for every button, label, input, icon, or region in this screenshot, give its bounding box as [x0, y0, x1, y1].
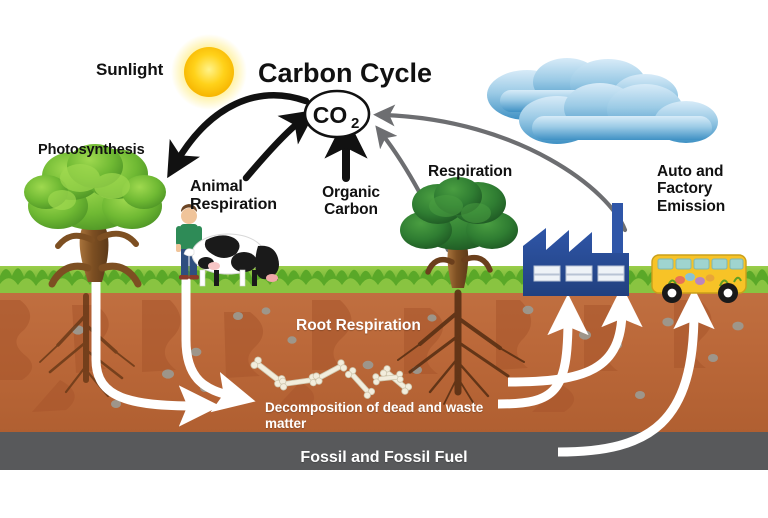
photosynthesis-label: Photosynthesis [38, 142, 145, 158]
tree-to-decomposition-arrow [91, 278, 221, 427]
cow [183, 233, 279, 287]
auto-factory-emission-label: Auto and Factory Emission [657, 163, 726, 215]
white-flow-arrows [91, 276, 715, 457]
factory [523, 203, 629, 296]
photosynthesis-tree [24, 144, 166, 288]
respiration-tree-roots [397, 289, 525, 405]
organic-carbon-label: Organic Carbon [322, 184, 380, 219]
fossil-to-factory-arrow-1 [497, 293, 589, 409]
animal-respiration-label: Animal Respiration [190, 178, 277, 213]
decomposition-label: Decomposition of dead and waste matter [265, 400, 484, 431]
co2-subscript: 2 [351, 115, 359, 132]
respiration-tree [400, 177, 518, 288]
fossil-fuel-label: Fossil and Fossil Fuel [300, 449, 468, 466]
fossil-to-bus-arrow [557, 287, 715, 457]
bus [651, 254, 747, 303]
bus-decor [667, 273, 742, 287]
fossil-to-factory-arrow-2 [507, 285, 643, 387]
cloud-lower [519, 83, 718, 144]
sunlight-label: Sunlight [96, 60, 164, 79]
respiration-label: Respiration [428, 163, 513, 180]
factory-windows [533, 265, 625, 282]
root-respiration-label: Root Respiration [296, 317, 421, 334]
black-flow-arrows [167, 92, 368, 182]
sunlight-to-photosynthesis-arrow [167, 92, 310, 179]
person-to-decomposition-arrow [181, 276, 256, 413]
clouds [487, 58, 718, 144]
bus-windows [657, 258, 744, 270]
animal-respiration-to-co2-arrow [242, 109, 317, 182]
page-title: Carbon Cycle [258, 58, 433, 88]
bones-group [250, 356, 413, 399]
co2-label: CO [313, 102, 348, 128]
sun [171, 34, 247, 110]
co2-node: CO 2 [303, 89, 371, 139]
